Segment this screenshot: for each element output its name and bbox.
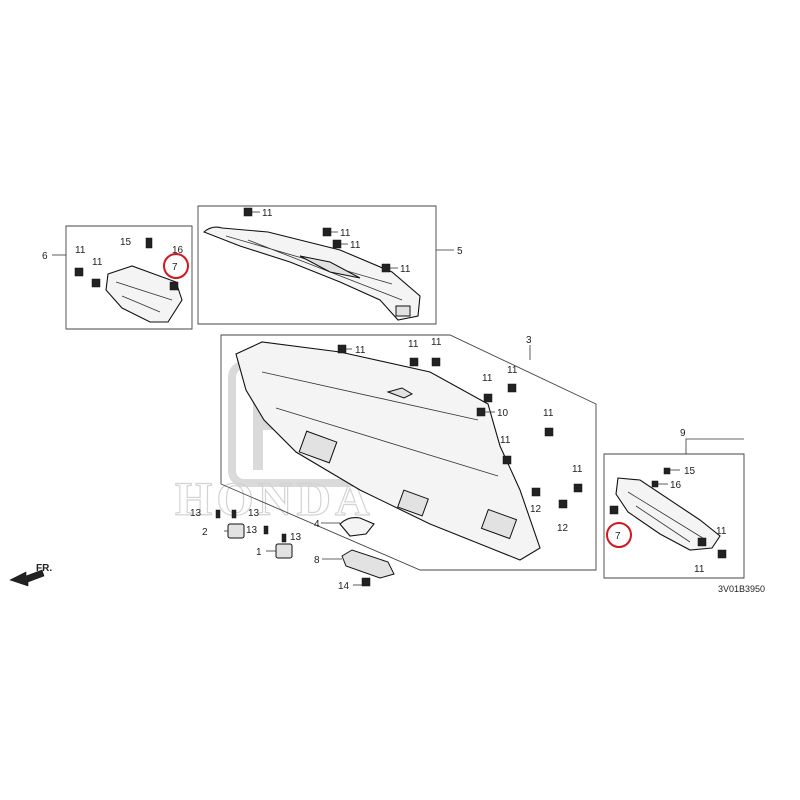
callout-7: 7 bbox=[172, 262, 178, 273]
part-8-handle bbox=[341, 549, 395, 579]
honda-watermark: HONDA bbox=[174, 361, 374, 527]
callout-3: 3 bbox=[526, 335, 532, 346]
callout-13: 13 bbox=[248, 508, 260, 519]
leader-lines bbox=[52, 211, 744, 586]
callout-11: 11 bbox=[340, 228, 351, 239]
callout-4: 4 bbox=[314, 519, 320, 530]
part-1-switch bbox=[275, 543, 293, 559]
callout-12: 12 bbox=[557, 523, 569, 534]
small-parts bbox=[215, 509, 395, 587]
part-13b-clip bbox=[231, 509, 237, 519]
callout-12: 12 bbox=[530, 504, 542, 515]
callout-11: 11 bbox=[572, 464, 583, 475]
callout-11: 11 bbox=[408, 339, 419, 350]
highlight-circle-7-left bbox=[163, 253, 189, 279]
callout-16: 16 bbox=[172, 245, 184, 256]
upper-garnish-part bbox=[202, 226, 421, 321]
callout-10: 10 bbox=[497, 408, 509, 419]
part-14-screw bbox=[361, 577, 371, 587]
callout-1: 1 bbox=[256, 547, 262, 558]
callout-16: 16 bbox=[670, 480, 682, 491]
tailgate-lining-part bbox=[235, 341, 541, 561]
direction-label: FR. bbox=[36, 563, 52, 574]
callout-13: 13 bbox=[290, 532, 302, 543]
callout-5: 5 bbox=[457, 246, 463, 257]
callout-13: 13 bbox=[246, 525, 258, 536]
part-4-cover bbox=[339, 517, 375, 537]
box-upper-garnish bbox=[197, 205, 437, 325]
callout-11: 11 bbox=[716, 526, 727, 537]
clips bbox=[74, 207, 727, 559]
callout-11: 11 bbox=[75, 245, 86, 256]
part-13d-clip bbox=[281, 533, 287, 543]
callout-15: 15 bbox=[120, 237, 132, 248]
part-13c-clip bbox=[263, 525, 269, 535]
left-side-trim-part bbox=[105, 265, 183, 323]
callout-2: 2 bbox=[202, 527, 208, 538]
callout-11: 11 bbox=[92, 257, 103, 268]
callout-13: 13 bbox=[190, 508, 202, 519]
callout-6: 6 bbox=[42, 251, 48, 262]
callout-11: 11 bbox=[482, 373, 493, 384]
part-2-switch bbox=[227, 523, 245, 539]
callout-11: 11 bbox=[355, 345, 366, 356]
callout-15: 15 bbox=[684, 466, 696, 477]
box-tailgate-lining bbox=[220, 334, 597, 571]
box-right-trim bbox=[603, 453, 745, 579]
callout-labels: 11 11 11 11 5 6 11 11 15 16 7 11 3 11 11… bbox=[42, 208, 727, 592]
callout-9: 9 bbox=[680, 428, 686, 439]
arrow-icon bbox=[9, 569, 45, 587]
callout-11: 11 bbox=[400, 264, 411, 275]
callout-11: 11 bbox=[543, 408, 554, 419]
callout-7: 7 bbox=[615, 531, 621, 542]
callout-11: 11 bbox=[500, 435, 511, 446]
callout-11: 11 bbox=[507, 365, 518, 376]
callout-11: 11 bbox=[431, 337, 442, 348]
highlight-circle-7-right bbox=[606, 522, 632, 548]
right-side-trim-part bbox=[609, 477, 721, 551]
callout-11: 11 bbox=[350, 240, 361, 251]
callout-8: 8 bbox=[314, 555, 320, 566]
callout-11: 11 bbox=[262, 208, 273, 219]
callout-11: 11 bbox=[694, 564, 705, 575]
watermark-text: HONDA bbox=[175, 473, 374, 526]
front-direction-arrow: FR. bbox=[9, 563, 52, 587]
callout-14: 14 bbox=[338, 581, 350, 592]
part-13a-clip bbox=[215, 509, 221, 519]
box-left-trim bbox=[65, 225, 193, 330]
diagram-code: 3V01B3950 bbox=[718, 584, 765, 594]
